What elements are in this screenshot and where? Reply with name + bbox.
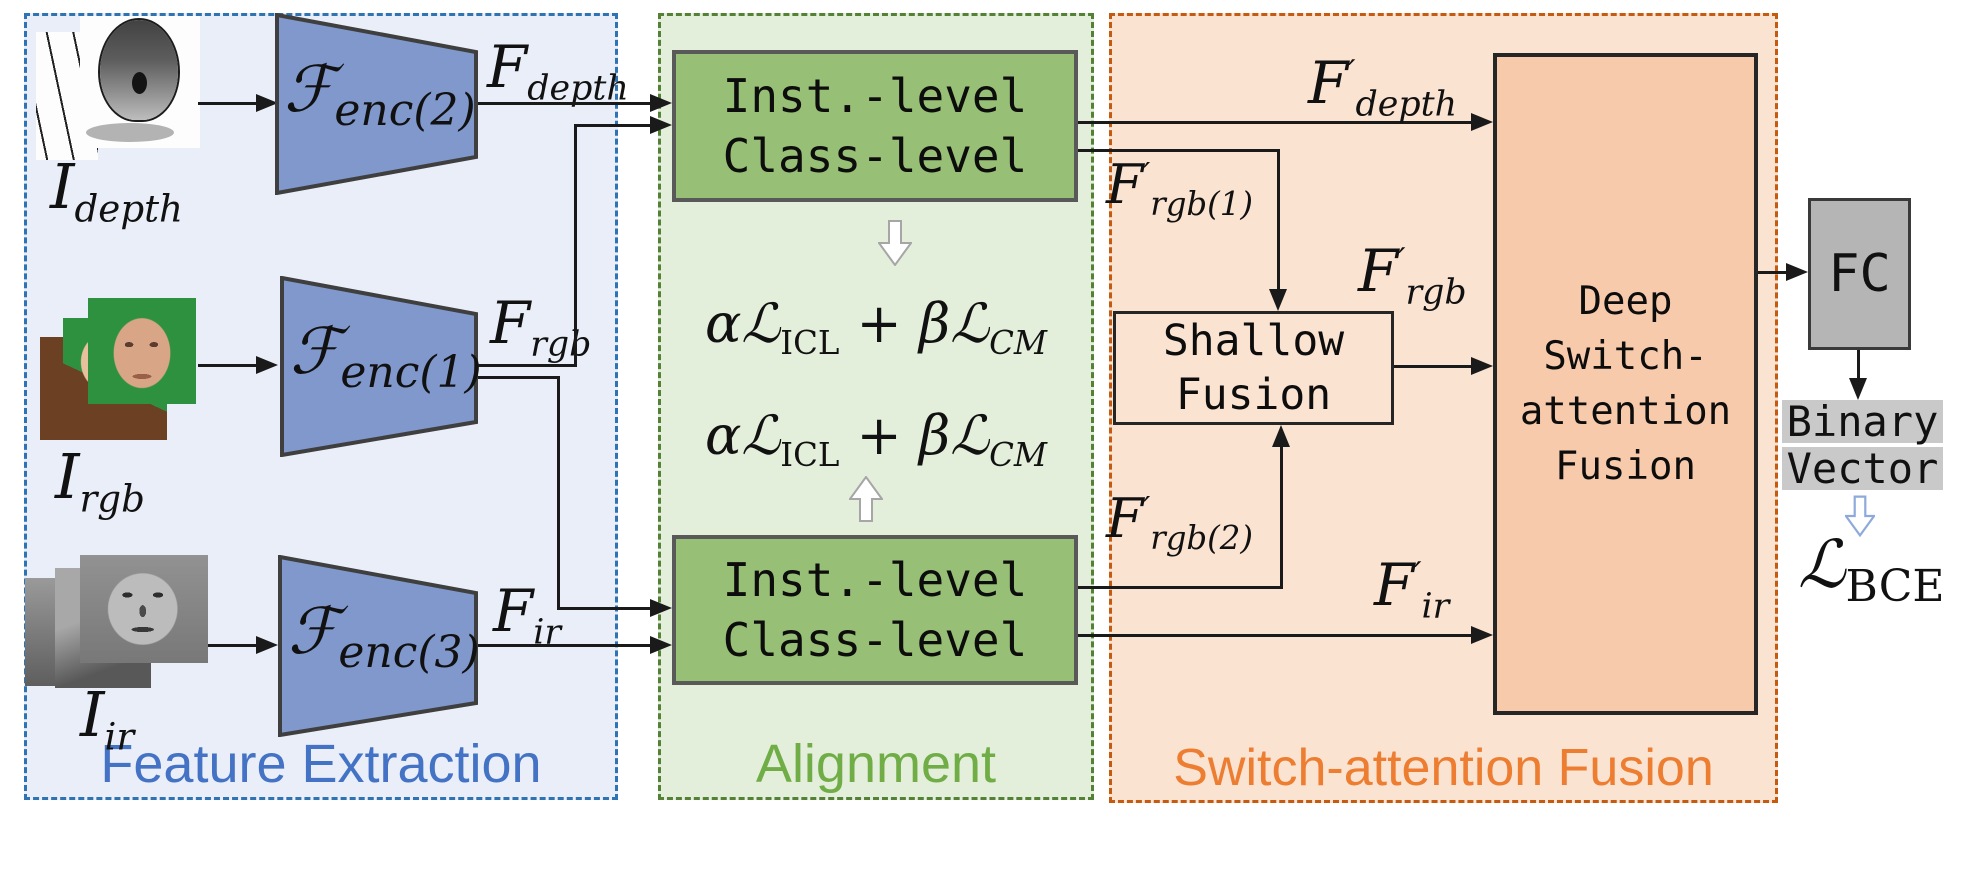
rgb-image-stack (40, 298, 196, 440)
encoder-1-label: ℱenc(1) (290, 315, 482, 398)
depth-face-shoulder (86, 123, 174, 142)
fc-text: FC (1828, 244, 1891, 304)
bce-loss-label: ℒBCE (1798, 526, 1945, 613)
switch-attention-fusion-label: Switch-attention Fusion (1173, 739, 1714, 797)
fc-box: FC (1808, 198, 1911, 350)
deep-switch-attention-fusion-box: Deep Switch- attention Fusion (1493, 53, 1758, 715)
input-rgb-label: Irgb (55, 440, 145, 521)
feature-prime-rgb2-label: F′rgb(2) (1106, 487, 1254, 557)
hollow-blue-down-arrow-icon (1845, 495, 1875, 538)
input-depth-label: Idepth (50, 150, 184, 231)
feature-rgb-label: Frgb (490, 289, 592, 365)
fusion-text: Fusion (1555, 444, 1696, 489)
input-ir-label: Iir (80, 678, 135, 759)
feature-extraction-label: Feature Extraction (100, 734, 542, 794)
encoder-1-shape (280, 276, 478, 457)
hollow-up-arrow-icon (849, 476, 883, 522)
class-level-text: Class-level (722, 613, 1028, 667)
deep-text: Deep (1578, 279, 1673, 324)
depth-face (100, 20, 178, 120)
inst-class-level-box-bottom: Inst.-level Class-level (672, 535, 1078, 685)
feature-depth-label: Fdepth (487, 33, 629, 109)
depth-face-nose (132, 72, 147, 94)
inst-level-text: Inst.-level (722, 69, 1028, 123)
icl-cm-loss-top: αℒICL + βℒCM (704, 292, 1048, 362)
binary-vector-line2: Vector (1782, 444, 1943, 493)
inst-level-text: Inst.-level (722, 553, 1028, 607)
feature-ir-label: Fir (493, 577, 562, 653)
alignment-label: Alignment (755, 734, 997, 794)
ir-image (80, 555, 208, 663)
hollow-down-arrow-icon (878, 220, 912, 266)
shallow-text: Shallow (1162, 316, 1345, 366)
ir-image-back (25, 578, 58, 686)
inst-class-level-box-top: Inst.-level Class-level (672, 50, 1078, 202)
fusion-text: Fusion (1175, 370, 1332, 420)
rgb-image (88, 298, 196, 404)
shallow-fusion-box: Shallow Fusion (1113, 311, 1394, 425)
ir-image-stack (25, 555, 208, 689)
feature-prime-rgb-label: F′rgb (1358, 237, 1467, 313)
encoder-3-shape (278, 555, 478, 737)
depth-image-stack (36, 16, 200, 162)
attention-text: attention (1519, 389, 1732, 434)
switch-text: Switch- (1543, 334, 1708, 379)
encoder-2-label: ℱenc(2) (284, 53, 476, 136)
encoder-3-label: ℱenc(3) (288, 595, 480, 678)
feature-prime-ir-label: F′ir (1374, 551, 1450, 627)
feature-prime-rgb1-label: F′rgb(1) (1106, 153, 1254, 223)
encoder-2-shape (275, 13, 478, 195)
binary-vector-line1: Binary (1782, 397, 1943, 446)
depth-image (80, 16, 200, 148)
icl-cm-loss-bottom: αℒICL + βℒCM (704, 404, 1048, 474)
class-level-text: Class-level (722, 129, 1028, 183)
feature-prime-depth-label: F′depth (1308, 49, 1458, 125)
